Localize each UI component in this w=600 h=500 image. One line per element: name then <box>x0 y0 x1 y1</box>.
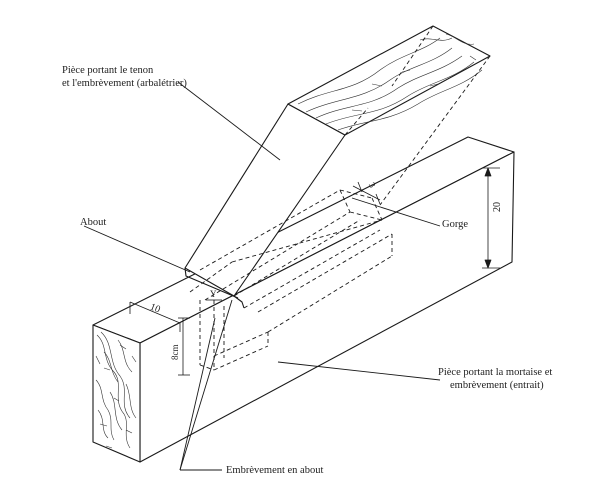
dim-small-y: Y <box>210 289 217 299</box>
end-grain-texture-rafter <box>297 33 483 131</box>
dimension-lines <box>129 167 500 376</box>
tie-beam-label-line2: embrèvement (entrait) <box>450 380 544 391</box>
dim-mortise-depth: 8cm <box>170 344 180 361</box>
embrevement-label: Embrèvement en about <box>226 465 324 476</box>
leader-about <box>83 225 191 273</box>
rafter-label: Pièce portant le tenon et l'embrèvement … <box>62 64 187 90</box>
rafter-label-line2: et l'embrèvement (arbalétrier) <box>62 78 187 89</box>
leader-embrevement-1 <box>179 317 216 471</box>
dim-height-tie: 20 <box>492 202 503 212</box>
hidden-lines <box>189 25 491 371</box>
leader-tie <box>277 361 441 381</box>
leader-gorge <box>351 197 441 227</box>
leader-lines <box>83 81 441 471</box>
end-grain-texture-tie <box>95 331 137 449</box>
about-label: About <box>80 217 107 228</box>
gorge-label: Gorge <box>442 219 469 230</box>
leader-embrevement-2 <box>179 299 233 471</box>
tie-beam-label-line1: Pièce portant la mortaise et <box>438 367 553 378</box>
leader-rafter <box>177 81 281 161</box>
rafter-label-line1: Pièce portant le tenon <box>62 65 154 76</box>
tie-beam-end-face <box>92 324 141 463</box>
tie-beam-label: Pièce portant la mortaise et embrèvement… <box>438 366 552 392</box>
